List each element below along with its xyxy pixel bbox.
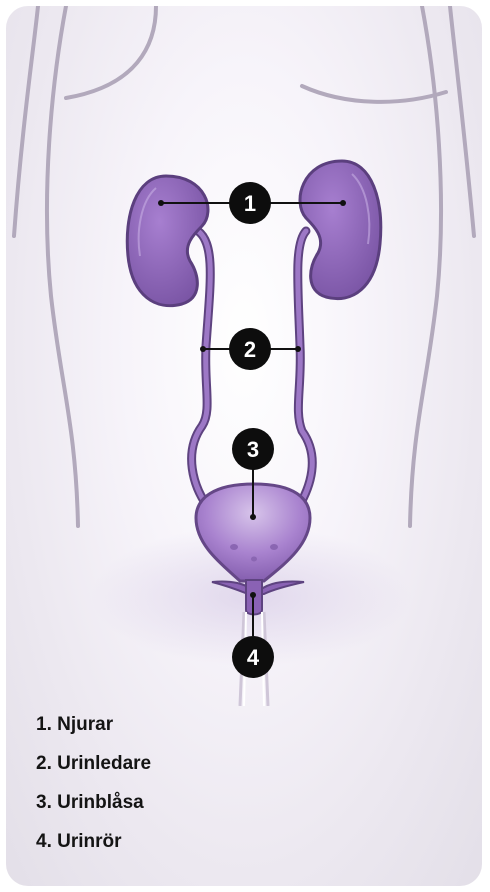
marker-1-label: 1 xyxy=(244,191,256,216)
right-chest-outline xyxy=(302,86,446,102)
marker-2-label: 2 xyxy=(244,337,256,362)
legend: 1. Njurar 2. Urinledare 3. Urinblåsa 4. … xyxy=(36,712,151,868)
marker-4: 4 xyxy=(232,636,274,678)
illustration-card: 1 2 3 4 1. Njurar 2. Urinledare 3. Urinb… xyxy=(6,6,482,886)
left-torso-outline xyxy=(47,6,78,526)
left-arm-outline xyxy=(14,6,38,236)
marker-1: 1 xyxy=(229,182,271,224)
marker-2: 2 xyxy=(229,328,271,370)
marker-4-label: 4 xyxy=(247,645,260,670)
right-torso-outline xyxy=(410,6,441,526)
legend-item-bladder: 3. Urinblåsa xyxy=(36,790,151,829)
left-chest-outline xyxy=(66,6,156,98)
legend-item-ureters: 2. Urinledare xyxy=(36,751,151,790)
right-kidney xyxy=(300,161,381,299)
left-kidney xyxy=(127,176,208,306)
marker-3-label: 3 xyxy=(247,437,259,462)
urinary-system-diagram: 1 2 3 4 xyxy=(6,6,482,706)
marker-3: 3 xyxy=(232,428,274,470)
legend-item-kidneys: 1. Njurar xyxy=(36,712,151,751)
right-arm-outline xyxy=(450,6,474,236)
legend-item-urethra: 4. Urinrör xyxy=(36,829,151,868)
